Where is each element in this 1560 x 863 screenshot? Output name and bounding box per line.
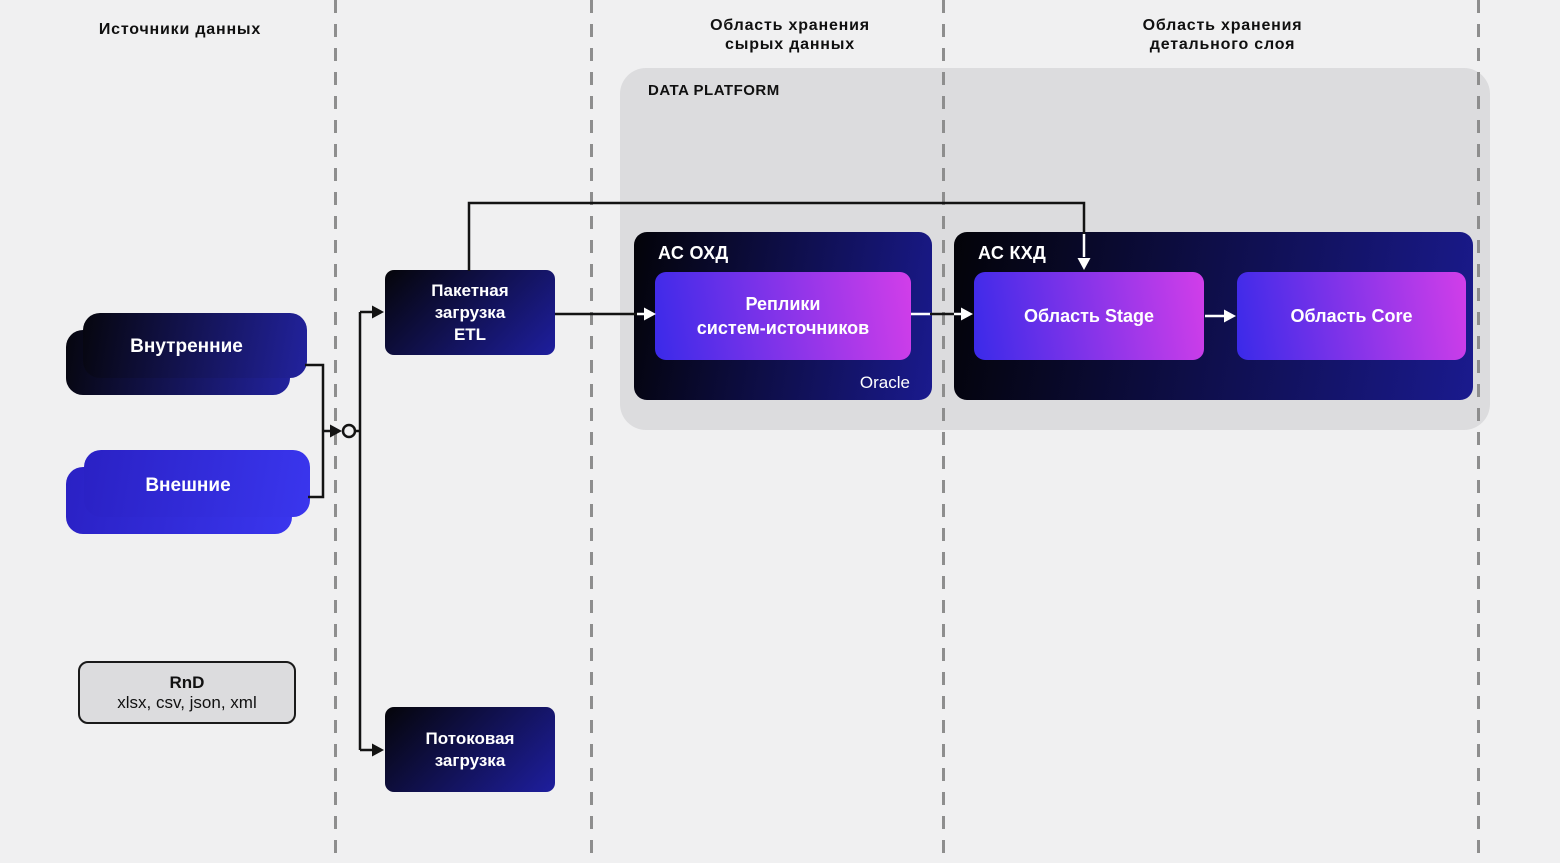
external-sources-front-layer: [84, 450, 310, 517]
header-data-sources: Источники данных: [98, 21, 262, 38]
column-divider-4: [1477, 0, 1480, 863]
node-external-sources: Внешние: [66, 450, 310, 535]
junction-circle: [341, 423, 357, 439]
node-as-khd: АС КХД Область Stage Область Core: [954, 232, 1473, 400]
node-rnd: RnD xlsx, csv, json, xml: [78, 661, 296, 724]
rnd-title: RnD: [169, 672, 205, 692]
node-stage-area: Область Stage: [974, 272, 1204, 360]
header-raw-storage: Область хранения сырых данных: [710, 17, 870, 53]
node-batch-etl: Пакетная загрузка ETL: [385, 270, 555, 355]
column-divider-2: [590, 0, 593, 863]
column-divider-1: [334, 0, 337, 863]
as-khd-title: АС КХД: [978, 243, 1047, 263]
node-internal-sources: Внутренние: [66, 313, 307, 395]
node-core-area: Область Core: [1237, 272, 1466, 360]
oracle-label: Oracle: [859, 373, 910, 392]
internal-sources-label: Внутренние: [130, 336, 243, 357]
internal-sources-front-layer: [83, 313, 307, 378]
arrowhead-to-stream: [372, 743, 384, 757]
node-stream-loader: Потоковая загрузка: [385, 707, 555, 792]
as-ohd-title: АС ОХД: [658, 243, 729, 263]
column-divider-3: [942, 0, 945, 863]
data-platform-label: DATA PLATFORM: [648, 82, 780, 99]
rnd-formats: xlsx, csv, json, xml: [117, 692, 257, 712]
node-source-replicas: Реплики систем-источников: [655, 272, 911, 360]
arrowhead-to-batch: [372, 305, 384, 319]
node-as-ohd: АС ОХД Реплики систем-источников Oracle: [634, 232, 932, 400]
external-sources-label: Внешние: [145, 474, 231, 496]
header-detail-storage: Область хранения детального слоя: [1142, 17, 1303, 53]
